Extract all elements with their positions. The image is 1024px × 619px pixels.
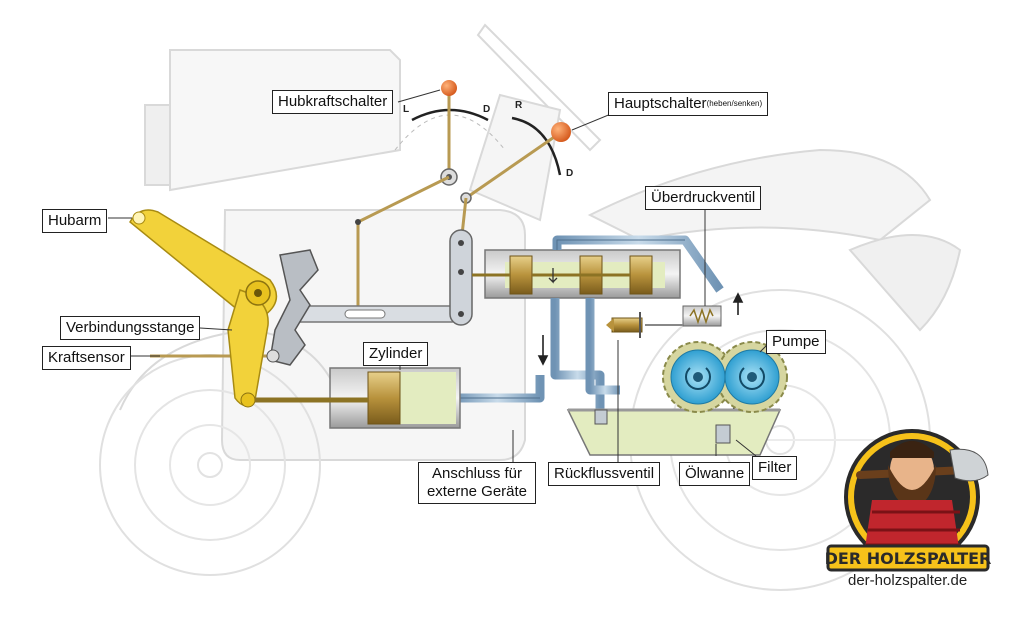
- label-hauptschalter-text: Hauptschalter: [614, 95, 707, 112]
- label-anschluss: Anschluss für externe Geräte: [418, 462, 536, 504]
- label-hauptschalter-note: (heben/senken): [706, 99, 763, 108]
- label-pumpe: Pumpe: [766, 330, 826, 354]
- label-hubkraftschalter: Hubkraftschalter: [272, 90, 394, 114]
- pipe-outlines: [455, 239, 685, 399]
- label-ueberdruckventil: Überdruckventil: [645, 186, 762, 210]
- switch-mark-d: D: [483, 104, 490, 115]
- haupt-switch: R D: [460, 100, 573, 204]
- label-verbindungsstange: Verbindungsstange: [60, 316, 201, 340]
- lift-arm: [129, 209, 278, 408]
- force-sensor-bracket: [266, 249, 319, 366]
- haupt-knob: [551, 122, 571, 142]
- logo: DER HOLZSPALTER: [825, 429, 992, 572]
- filter-element: [715, 424, 731, 444]
- label-anschluss-line1: Anschluss für: [431, 465, 523, 482]
- tractor-outline: [99, 23, 962, 591]
- control-valve: [472, 249, 681, 299]
- label-zylinder: Zylinder: [363, 342, 429, 366]
- relief-valve: [606, 305, 722, 338]
- label-kraftsensor: Kraftsensor: [42, 346, 131, 370]
- logo-title: DER HOLZSPALTER: [825, 549, 992, 568]
- main-cylinder: [255, 367, 461, 429]
- switch-mark-r: R: [515, 100, 523, 111]
- hubkraft-knob: [441, 80, 457, 96]
- label-oelwanne: Ölwanne: [679, 462, 751, 486]
- pump: [662, 341, 788, 413]
- oil-pan: [566, 408, 782, 456]
- label-hubarm: Hubarm: [42, 209, 108, 233]
- label-anschluss-line2: externe Geräte: [426, 483, 528, 500]
- label-filter: Filter: [752, 456, 798, 480]
- logo-url[interactable]: der-holzspalter.de: [848, 572, 968, 589]
- switch-mark-l: L: [403, 104, 409, 115]
- label-rueckflussventil: Rückflussventil: [548, 462, 661, 486]
- logo-banner: [826, 544, 990, 572]
- switch-mark-d2: D: [566, 168, 573, 179]
- label-hauptschalter: Hauptschalter(heben/senken): [608, 92, 769, 116]
- control-bar: [289, 219, 473, 326]
